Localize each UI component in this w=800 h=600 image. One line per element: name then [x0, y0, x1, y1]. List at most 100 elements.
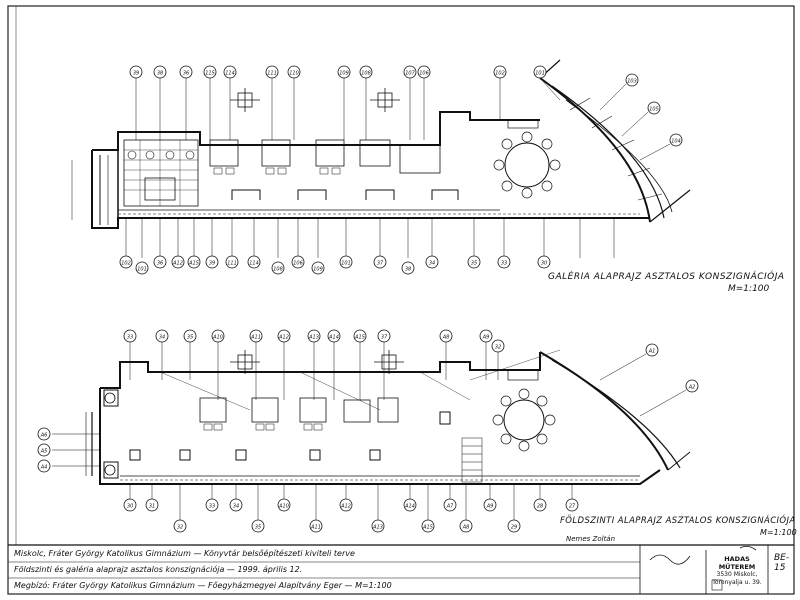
marker: A12: [277, 329, 291, 343]
gallery-floor-plan: [71, 59, 691, 258]
svg-text:105: 105: [649, 107, 659, 113]
svg-text:A11: A11: [250, 335, 261, 341]
marker: A14: [327, 329, 341, 343]
svg-text:108: 108: [273, 267, 283, 273]
svg-text:35: 35: [255, 525, 261, 531]
svg-text:A6: A6: [40, 433, 48, 439]
marker: 32: [173, 519, 187, 533]
marker: 114: [247, 255, 261, 269]
marker: 114: [223, 65, 237, 79]
marker: A2: [685, 379, 699, 393]
gallery-plan-title: GALÉRIA ALAPRAJZ ASZTALOS KONSZIGNÁCIÓJA: [548, 272, 785, 282]
office-stamp: HADAS MŰTEREM 3530 Miskolc, Toronyalja u…: [712, 555, 762, 586]
svg-text:A13: A13: [372, 525, 383, 531]
svg-text:36: 36: [157, 261, 163, 267]
svg-text:29: 29: [511, 525, 517, 531]
svg-text:33: 33: [127, 335, 133, 341]
marker: 37: [373, 255, 387, 269]
marker: A15: [353, 329, 367, 343]
svg-text:A12: A12: [172, 261, 183, 267]
marker: A6: [37, 427, 51, 441]
svg-text:38: 38: [157, 71, 163, 77]
svg-text:A11: A11: [310, 525, 321, 531]
marker: A8: [439, 329, 453, 343]
svg-text:34: 34: [429, 261, 435, 267]
svg-text:A9: A9: [482, 335, 490, 341]
marker: 30: [123, 498, 137, 512]
svg-text:34: 34: [159, 335, 165, 341]
svg-text:A8: A8: [442, 335, 450, 341]
marker: A1: [645, 343, 659, 357]
svg-text:37: 37: [381, 335, 388, 341]
svg-text:115: 115: [205, 71, 215, 77]
svg-text:104: 104: [671, 139, 681, 145]
marker: 37: [377, 329, 391, 343]
svg-text:32: 32: [495, 345, 501, 351]
svg-text:39: 39: [133, 71, 139, 77]
marker: A9: [479, 329, 493, 343]
lower-left-markers: A6 A5 A4: [37, 427, 51, 473]
marker: 36: [153, 255, 167, 269]
svg-text:A15: A15: [422, 525, 433, 531]
svg-text:109: 109: [339, 71, 349, 77]
svg-text:A4: A4: [40, 465, 48, 471]
marker: 33: [123, 329, 137, 343]
svg-text:114: 114: [249, 261, 259, 267]
svg-text:A14: A14: [404, 504, 415, 510]
upper-top-markers: 39 38 36 115 114 111 110 109 108 107 106…: [129, 65, 547, 79]
marker: A10: [277, 498, 291, 512]
svg-text:34: 34: [233, 504, 239, 510]
svg-text:101: 101: [341, 261, 351, 267]
marker: 32: [491, 339, 505, 353]
svg-text:107: 107: [405, 71, 415, 77]
marker: A15: [187, 255, 201, 269]
svg-text:A10: A10: [212, 335, 223, 341]
svg-text:38: 38: [405, 267, 411, 273]
marker: A7: [443, 498, 457, 512]
marker: 34: [425, 255, 439, 269]
lower-bottom-markers: 30 31 32 33 34 35 A10 A11 A12 A13 A14 A1…: [123, 498, 579, 533]
svg-text:37: 37: [377, 261, 384, 267]
marker: A11: [249, 329, 263, 343]
marker: A12: [171, 255, 185, 269]
marker: 30: [537, 255, 551, 269]
svg-text:A15: A15: [354, 335, 365, 341]
marker: 106: [291, 255, 305, 269]
gallery-plan-scale: M=1:100: [728, 284, 770, 294]
svg-text:111: 111: [267, 71, 277, 77]
marker: A8: [459, 519, 473, 533]
marker: 105: [647, 101, 661, 115]
svg-text:A12: A12: [340, 504, 351, 510]
svg-text:A14: A14: [328, 335, 339, 341]
svg-text:A15: A15: [188, 261, 199, 267]
marker: 106: [417, 65, 431, 79]
lower-top-markers: 33 34 35 A10 A11 A12 A13 A14 A15 37 A8 A…: [123, 329, 505, 353]
marker: A9: [483, 498, 497, 512]
marker: A12: [339, 498, 353, 512]
svg-text:A13: A13: [308, 335, 319, 341]
svg-text:101: 101: [137, 267, 147, 273]
marker: 35: [183, 329, 197, 343]
marker: 36: [179, 65, 193, 79]
svg-text:A10: A10: [278, 504, 289, 510]
marker: 38: [401, 261, 415, 275]
title-block-row-1: Miskolc, Fráter György Katolikus Gimnázi…: [14, 549, 355, 558]
stamp-city: 3530 Miskolc,: [716, 571, 758, 578]
svg-text:A5: A5: [40, 449, 48, 455]
svg-text:33: 33: [501, 261, 507, 267]
svg-text:A9: A9: [486, 504, 494, 510]
svg-text:108: 108: [361, 71, 371, 77]
marker: 102: [119, 255, 133, 269]
marker: 110: [287, 65, 301, 79]
upper-bottom-markers: 102 101 36 A12 A15 39 111 114 108 106 10…: [119, 255, 551, 275]
marker: A4: [37, 459, 51, 473]
title-block-frame: [8, 544, 794, 594]
stamp-name: HADAS MŰTEREM: [718, 555, 756, 571]
svg-text:114: 114: [225, 71, 235, 77]
marker: 109: [337, 65, 351, 79]
marker: 39: [205, 255, 219, 269]
marker: 111: [265, 65, 279, 79]
marker: 115: [203, 65, 217, 79]
marker: A14: [403, 498, 417, 512]
